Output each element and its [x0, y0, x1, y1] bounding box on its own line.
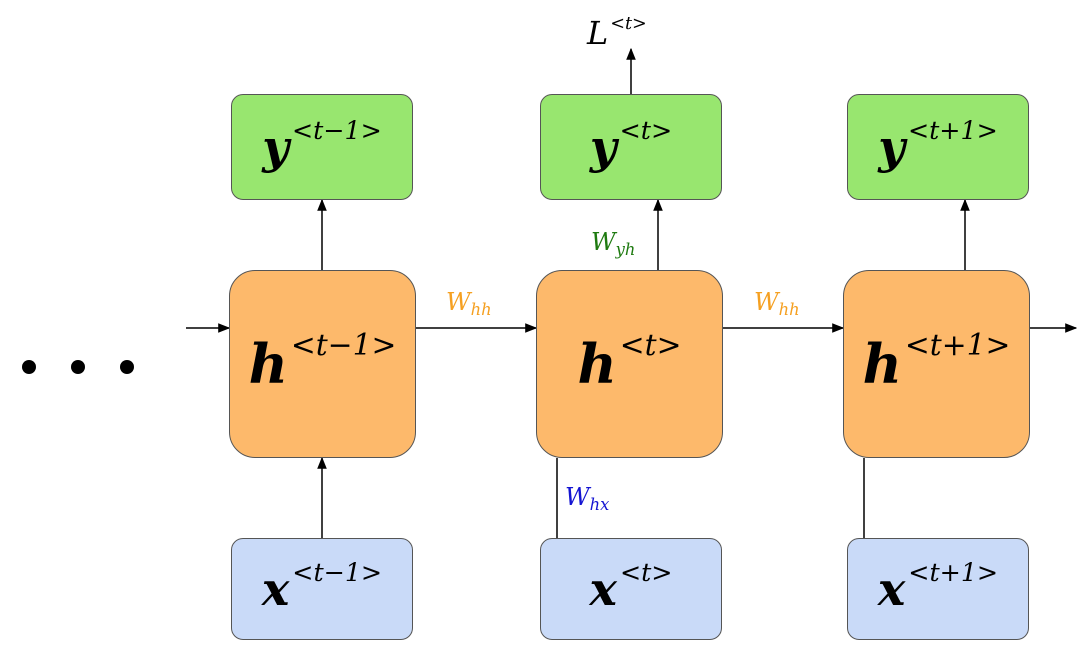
input-label: x<t+1> [877, 557, 999, 616]
weight-label-hh-2: Whh [754, 288, 800, 319]
weight-label-yh: Wyh [591, 228, 636, 259]
hidden-box-t-minus-1: h<t−1> [229, 270, 416, 458]
output-box-t: y<t> [540, 94, 722, 200]
hidden-box-t: h<t> [536, 270, 723, 458]
weight-label-hx: Whx [565, 483, 610, 514]
output-box-t-plus-1: y<t+1> [847, 94, 1029, 200]
input-box-t: x<t> [540, 538, 722, 640]
ellipsis-dot [22, 360, 36, 374]
loss-label: L<t> [587, 14, 647, 52]
ellipsis-icon [22, 352, 134, 382]
input-box-t-plus-1: x<t+1> [847, 538, 1029, 640]
output-label: y<t+1> [878, 115, 998, 174]
ellipsis-dot [120, 360, 134, 374]
output-label: y<t−1> [262, 115, 382, 174]
weight-label-hh-1: Whh [446, 288, 492, 319]
output-box-t-minus-1: y<t−1> [231, 94, 413, 200]
input-box-t-minus-1: x<t−1> [231, 538, 413, 640]
ellipsis-dot [71, 360, 85, 374]
input-label: x<t> [589, 557, 673, 616]
hidden-box-t-plus-1: h<t+1> [843, 270, 1030, 458]
hidden-label: h<t+1> [862, 327, 1011, 396]
hidden-label: h<t> [577, 327, 682, 396]
hidden-label: h<t−1> [248, 327, 397, 396]
output-label: y<t> [589, 115, 673, 174]
input-label: x<t−1> [261, 557, 383, 616]
